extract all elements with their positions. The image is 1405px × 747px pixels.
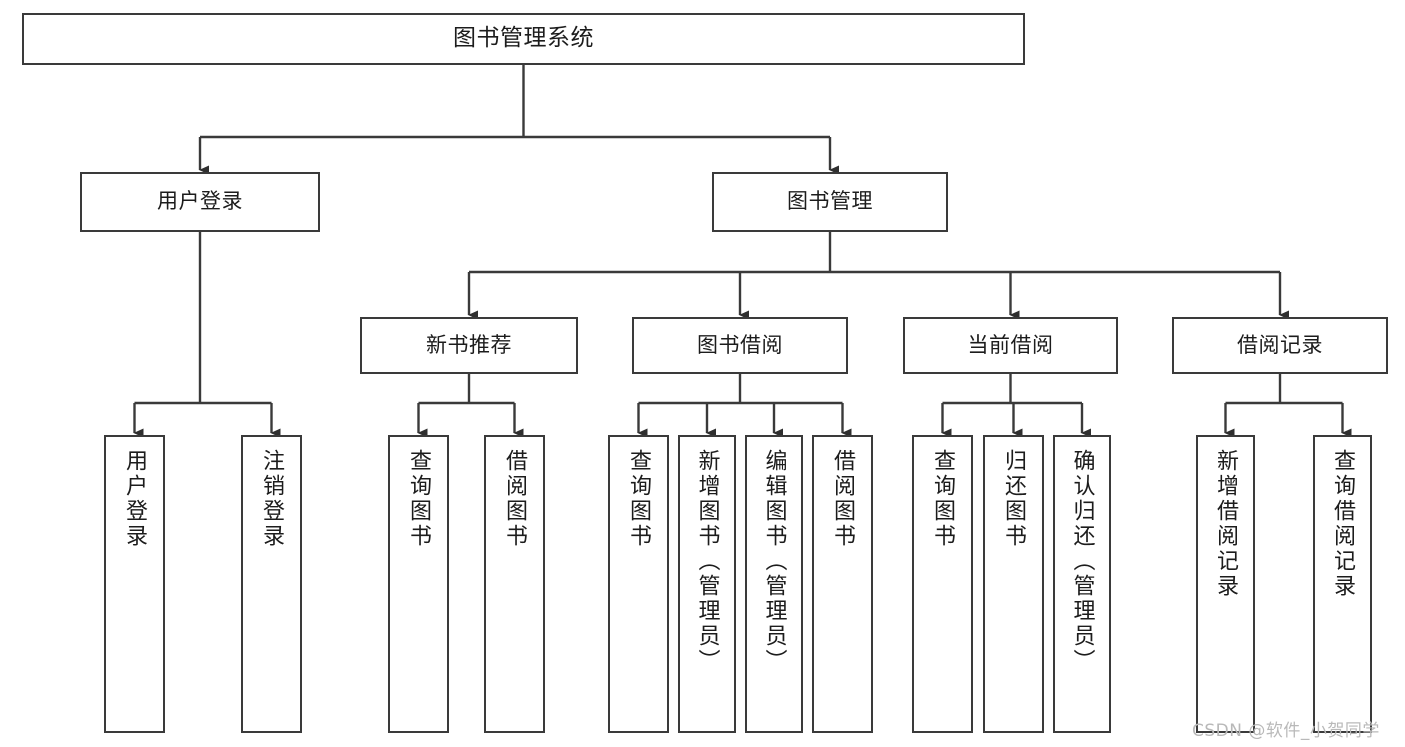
node-leaf-edit-book[interactable]: 编辑图书（管理员） xyxy=(745,435,803,733)
node-user-login[interactable]: 用户登录 xyxy=(80,172,320,232)
node-label: 用户登录 xyxy=(157,189,243,214)
node-leaf-add-book[interactable]: 新增图书（管理员） xyxy=(678,435,736,733)
node-root[interactable]: 图书管理系统 xyxy=(22,13,1025,65)
node-label: 用户登录 xyxy=(122,449,148,549)
node-book-manage[interactable]: 图书管理 xyxy=(712,172,948,232)
node-label: 借阅图书 xyxy=(830,449,856,549)
node-label: 图书管理 xyxy=(787,189,873,214)
node-leaf-query-rec[interactable]: 查询借阅记录 xyxy=(1313,435,1372,733)
connector-lines xyxy=(133,65,1352,438)
node-leaf-confirm[interactable]: 确认归还（管理员） xyxy=(1053,435,1111,733)
node-label: 查询图书 xyxy=(626,449,652,549)
node-label: 新书推荐 xyxy=(426,332,512,357)
node-label: 图书管理系统 xyxy=(453,25,594,52)
node-label: 新增图书（管理员） xyxy=(694,449,720,674)
node-current-borrow[interactable]: 当前借阅 xyxy=(903,317,1118,374)
node-leaf-add-rec[interactable]: 新增借阅记录 xyxy=(1196,435,1255,733)
csdn-watermark: CSDN @软件_小贺同学 xyxy=(1192,721,1380,741)
node-leaf-borrow-1[interactable]: 借阅图书 xyxy=(484,435,545,733)
node-label: 查询借阅记录 xyxy=(1330,449,1356,599)
node-label: 图书借阅 xyxy=(697,332,783,357)
node-label: 编辑图书（管理员） xyxy=(761,449,787,674)
node-new-book-rec[interactable]: 新书推荐 xyxy=(360,317,578,374)
node-label: 注销登录 xyxy=(259,449,285,549)
node-leaf-query-2[interactable]: 查询图书 xyxy=(608,435,669,733)
node-label: 借阅记录 xyxy=(1237,332,1323,357)
node-label: 借阅图书 xyxy=(502,449,528,549)
node-leaf-return[interactable]: 归还图书 xyxy=(983,435,1044,733)
node-leaf-query-1[interactable]: 查询图书 xyxy=(388,435,449,733)
node-label: 查询图书 xyxy=(930,449,956,549)
node-leaf-logout[interactable]: 注销登录 xyxy=(241,435,302,733)
node-label: 归还图书 xyxy=(1001,449,1027,549)
node-borrow-record[interactable]: 借阅记录 xyxy=(1172,317,1388,374)
node-leaf-query-3[interactable]: 查询图书 xyxy=(912,435,973,733)
node-leaf-user-login[interactable]: 用户登录 xyxy=(104,435,165,733)
node-leaf-borrow-2[interactable]: 借阅图书 xyxy=(812,435,873,733)
node-label: 新增借阅记录 xyxy=(1213,449,1239,599)
node-label: 当前借阅 xyxy=(967,332,1054,357)
node-label: 查询图书 xyxy=(406,449,432,549)
node-book-borrow[interactable]: 图书借阅 xyxy=(632,317,848,374)
node-label: 确认归还（管理员） xyxy=(1069,449,1095,674)
